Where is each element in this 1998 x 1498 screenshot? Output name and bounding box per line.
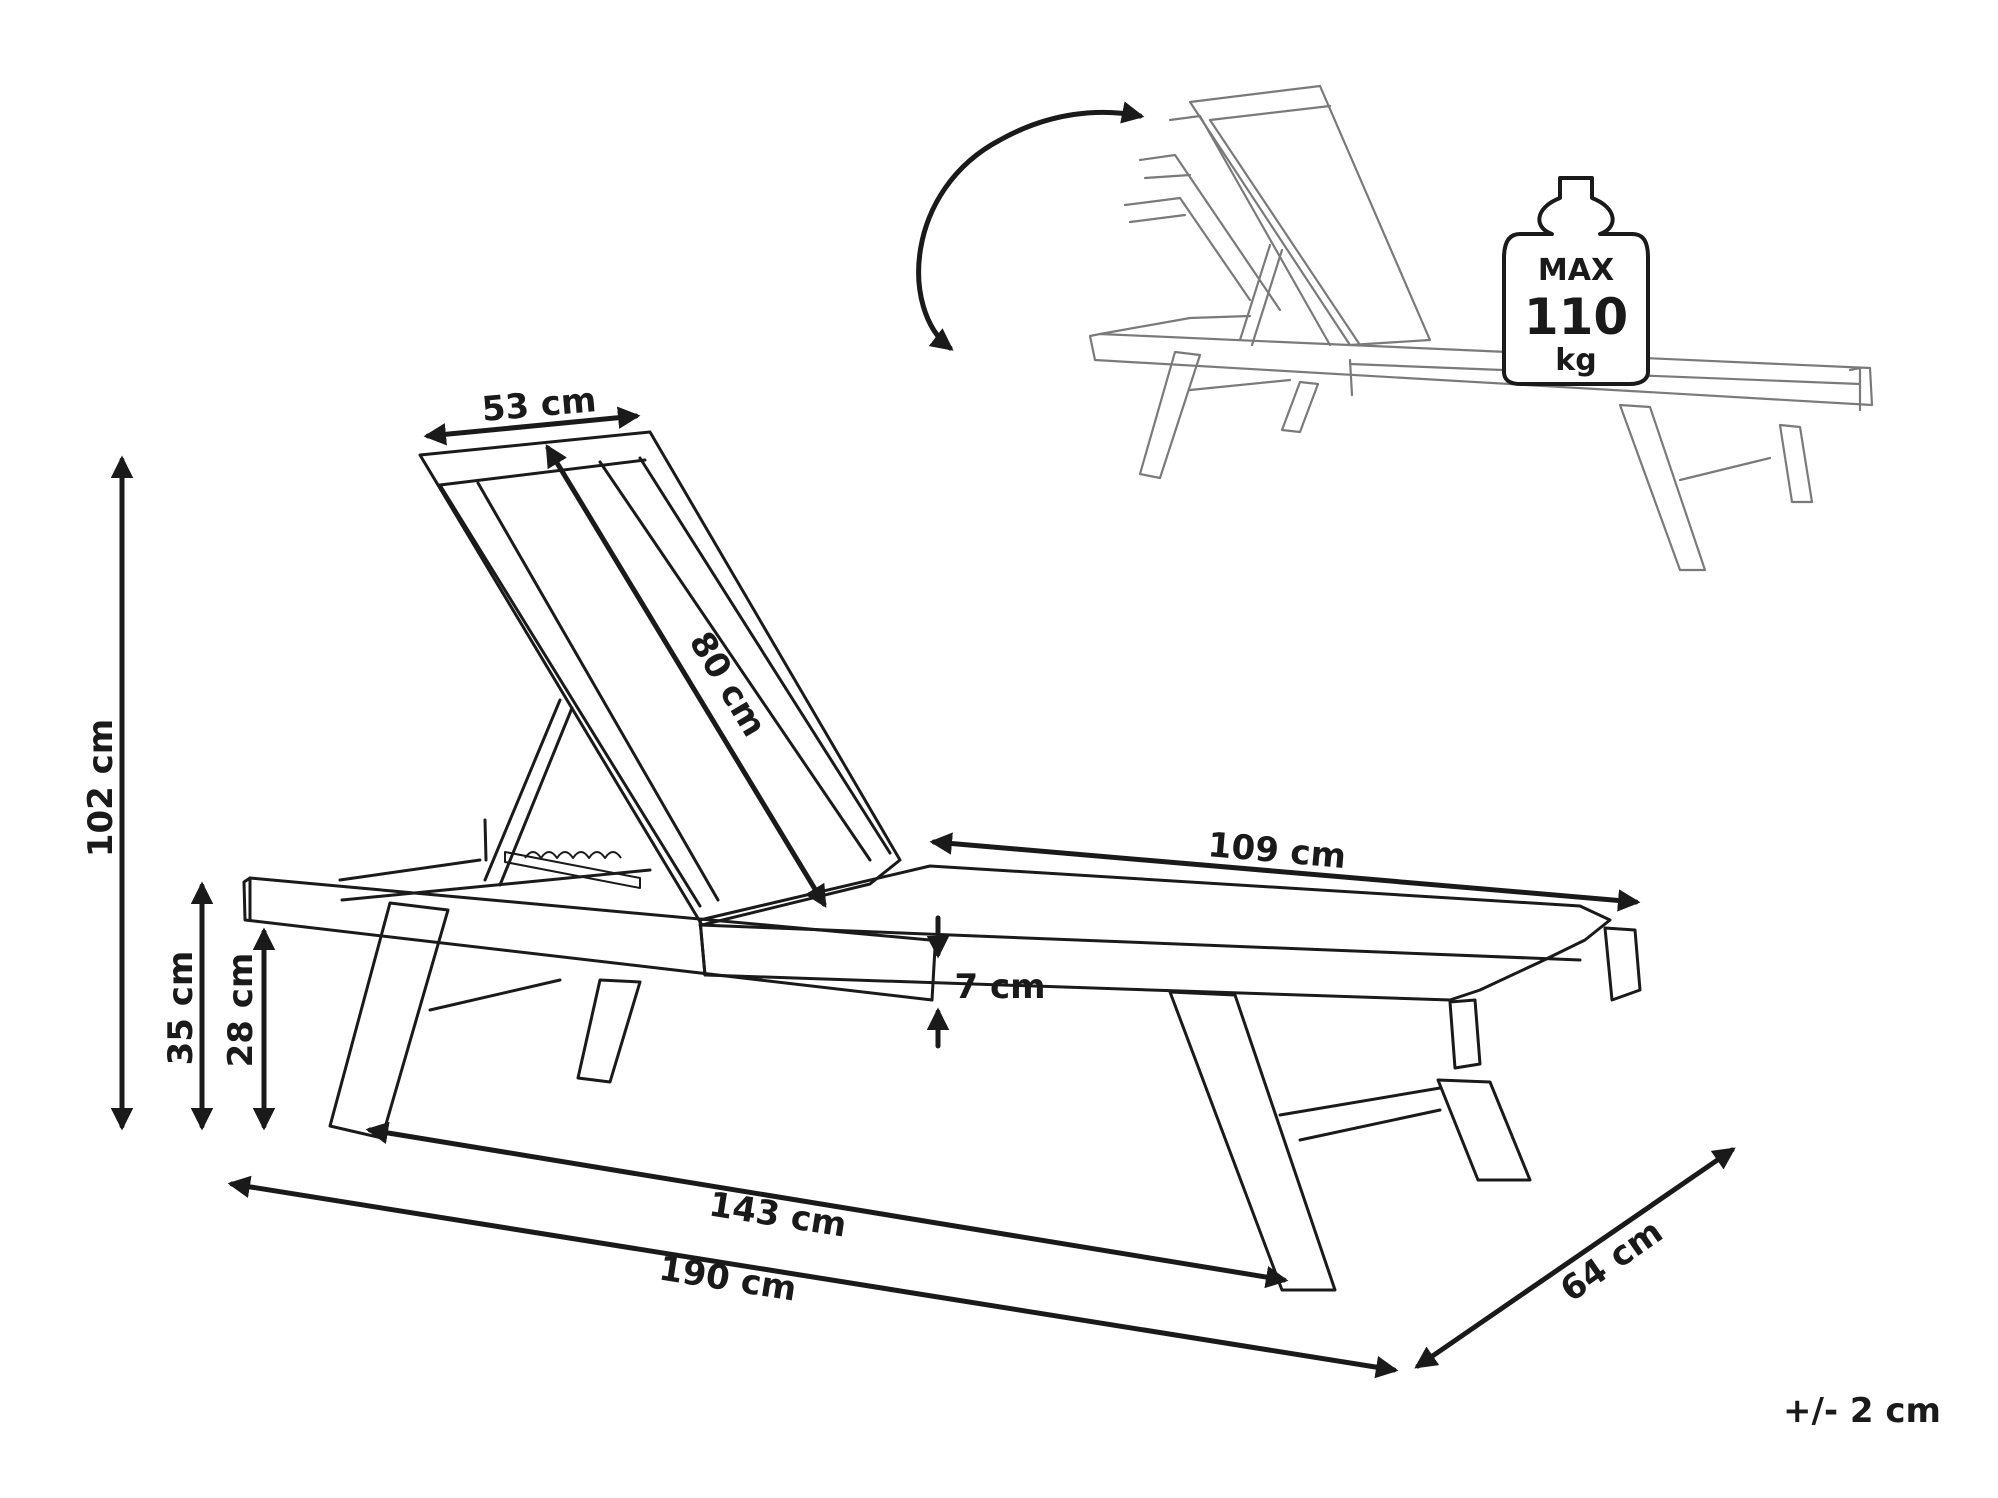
dim-190: 190 cm xyxy=(656,1249,799,1310)
dim-80: 80 cm xyxy=(681,625,774,744)
dim-28: 28 cm xyxy=(221,953,261,1068)
dim-102: 102 cm xyxy=(81,719,121,857)
weight-max-label: MAX xyxy=(1538,253,1614,288)
reclined-lounger-preview xyxy=(1088,84,1874,572)
rotate-arrow-icon xyxy=(916,101,1145,351)
main-lounger xyxy=(242,430,1642,1292)
dim-35: 35 cm xyxy=(161,951,201,1066)
dim-53: 53 cm xyxy=(480,380,598,430)
tolerance-note: +/- 2 cm xyxy=(1783,1391,1941,1431)
dim-7: 7 cm xyxy=(954,967,1045,1007)
weight-icon: MAX 110 kg xyxy=(1502,176,1650,386)
dim-143: 143 cm xyxy=(706,1185,849,1246)
dimension-arrows xyxy=(110,406,1736,1379)
weight-value: 110 xyxy=(1524,288,1628,346)
weight-unit: kg xyxy=(1555,343,1596,378)
